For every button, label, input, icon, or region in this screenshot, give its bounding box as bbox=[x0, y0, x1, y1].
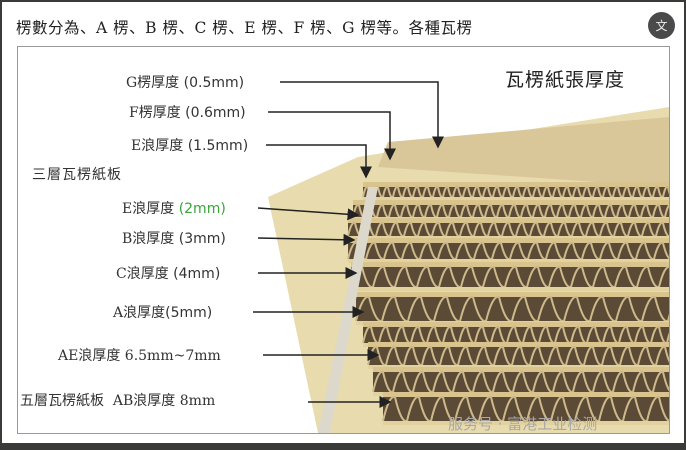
flute-layer bbox=[383, 397, 669, 421]
corrugated-thickness-figure: 瓦楞紙張厚度 G楞厚度 (0.5mm) F楞厚度 (0.6mm) E浪厚度 (1… bbox=[17, 46, 670, 434]
flute-wave bbox=[352, 203, 669, 219]
flute-wave bbox=[350, 265, 669, 289]
liner-layer bbox=[353, 200, 669, 205]
liner-layer bbox=[351, 287, 669, 291]
pointer-arrow bbox=[268, 111, 396, 161]
label-g-flute: G楞厚度 (0.5mm) bbox=[126, 75, 245, 91]
liner-layer bbox=[363, 182, 669, 187]
flute-wave bbox=[347, 221, 669, 238]
liner-layer bbox=[373, 367, 669, 372]
label-f-flute: F楞厚度 (0.6mm) bbox=[129, 105, 246, 121]
label-e-flute-2: E浪厚度 (2mm) bbox=[122, 201, 226, 217]
flute-wave bbox=[372, 370, 669, 394]
corrugated-board-illustration bbox=[253, 81, 669, 433]
liner-layer bbox=[368, 342, 669, 347]
flute-wave bbox=[355, 295, 669, 323]
pointer-arrow bbox=[280, 81, 444, 149]
label-e-flute-1: E浪厚度 (1.5mm) bbox=[131, 138, 249, 154]
flute-wave bbox=[362, 185, 669, 199]
label-a-flute: A浪厚度(5mm) bbox=[113, 305, 213, 321]
label-ae-flute: AE浪厚度 6.5mm~7mm bbox=[58, 348, 221, 364]
board-top-sheet bbox=[378, 117, 669, 187]
section-three-layer: 三層瓦楞紙板 bbox=[32, 167, 122, 183]
liner-layer bbox=[356, 292, 669, 297]
watermark: 服务号 · 富港工业检测 bbox=[448, 415, 598, 433]
label-c-flute: C浪厚度 (4mm) bbox=[116, 266, 221, 282]
caption-text: 楞數分為、A 楞、B 楞、C 楞、E 楞、F 楞、G 楞等。各種瓦楞 bbox=[16, 19, 473, 37]
flute-layer bbox=[363, 187, 669, 197]
liner-layer bbox=[383, 392, 669, 397]
liner-layer bbox=[383, 421, 669, 425]
liner-layer bbox=[351, 262, 669, 267]
liner-layer bbox=[348, 238, 669, 243]
label-ab-flute: 五層瓦楞紙板 AB浪厚度 8mm bbox=[20, 393, 216, 409]
board-edge bbox=[318, 187, 378, 433]
flute-wave bbox=[367, 345, 669, 367]
page: 楞數分為、A 楞、B 楞、C 楞、E 楞、F 楞、G 楞等。各種瓦楞 文 瓦楞紙… bbox=[2, 2, 684, 443]
flute-layer bbox=[351, 267, 669, 287]
liner-layer bbox=[348, 259, 669, 263]
flute-layer bbox=[348, 243, 669, 259]
liner-layer bbox=[363, 322, 669, 327]
pointer-arrow bbox=[257, 207, 360, 221]
pointer-arrow bbox=[257, 233, 356, 246]
figure-title: 瓦楞紙張厚度 bbox=[505, 69, 626, 91]
label-b-flute: B浪厚度 (3mm) bbox=[122, 231, 226, 247]
pointer-arrow bbox=[266, 144, 372, 179]
translate-icon[interactable]: 文 bbox=[648, 12, 675, 39]
liner-layer bbox=[348, 218, 669, 223]
liner-layer bbox=[363, 197, 669, 201]
